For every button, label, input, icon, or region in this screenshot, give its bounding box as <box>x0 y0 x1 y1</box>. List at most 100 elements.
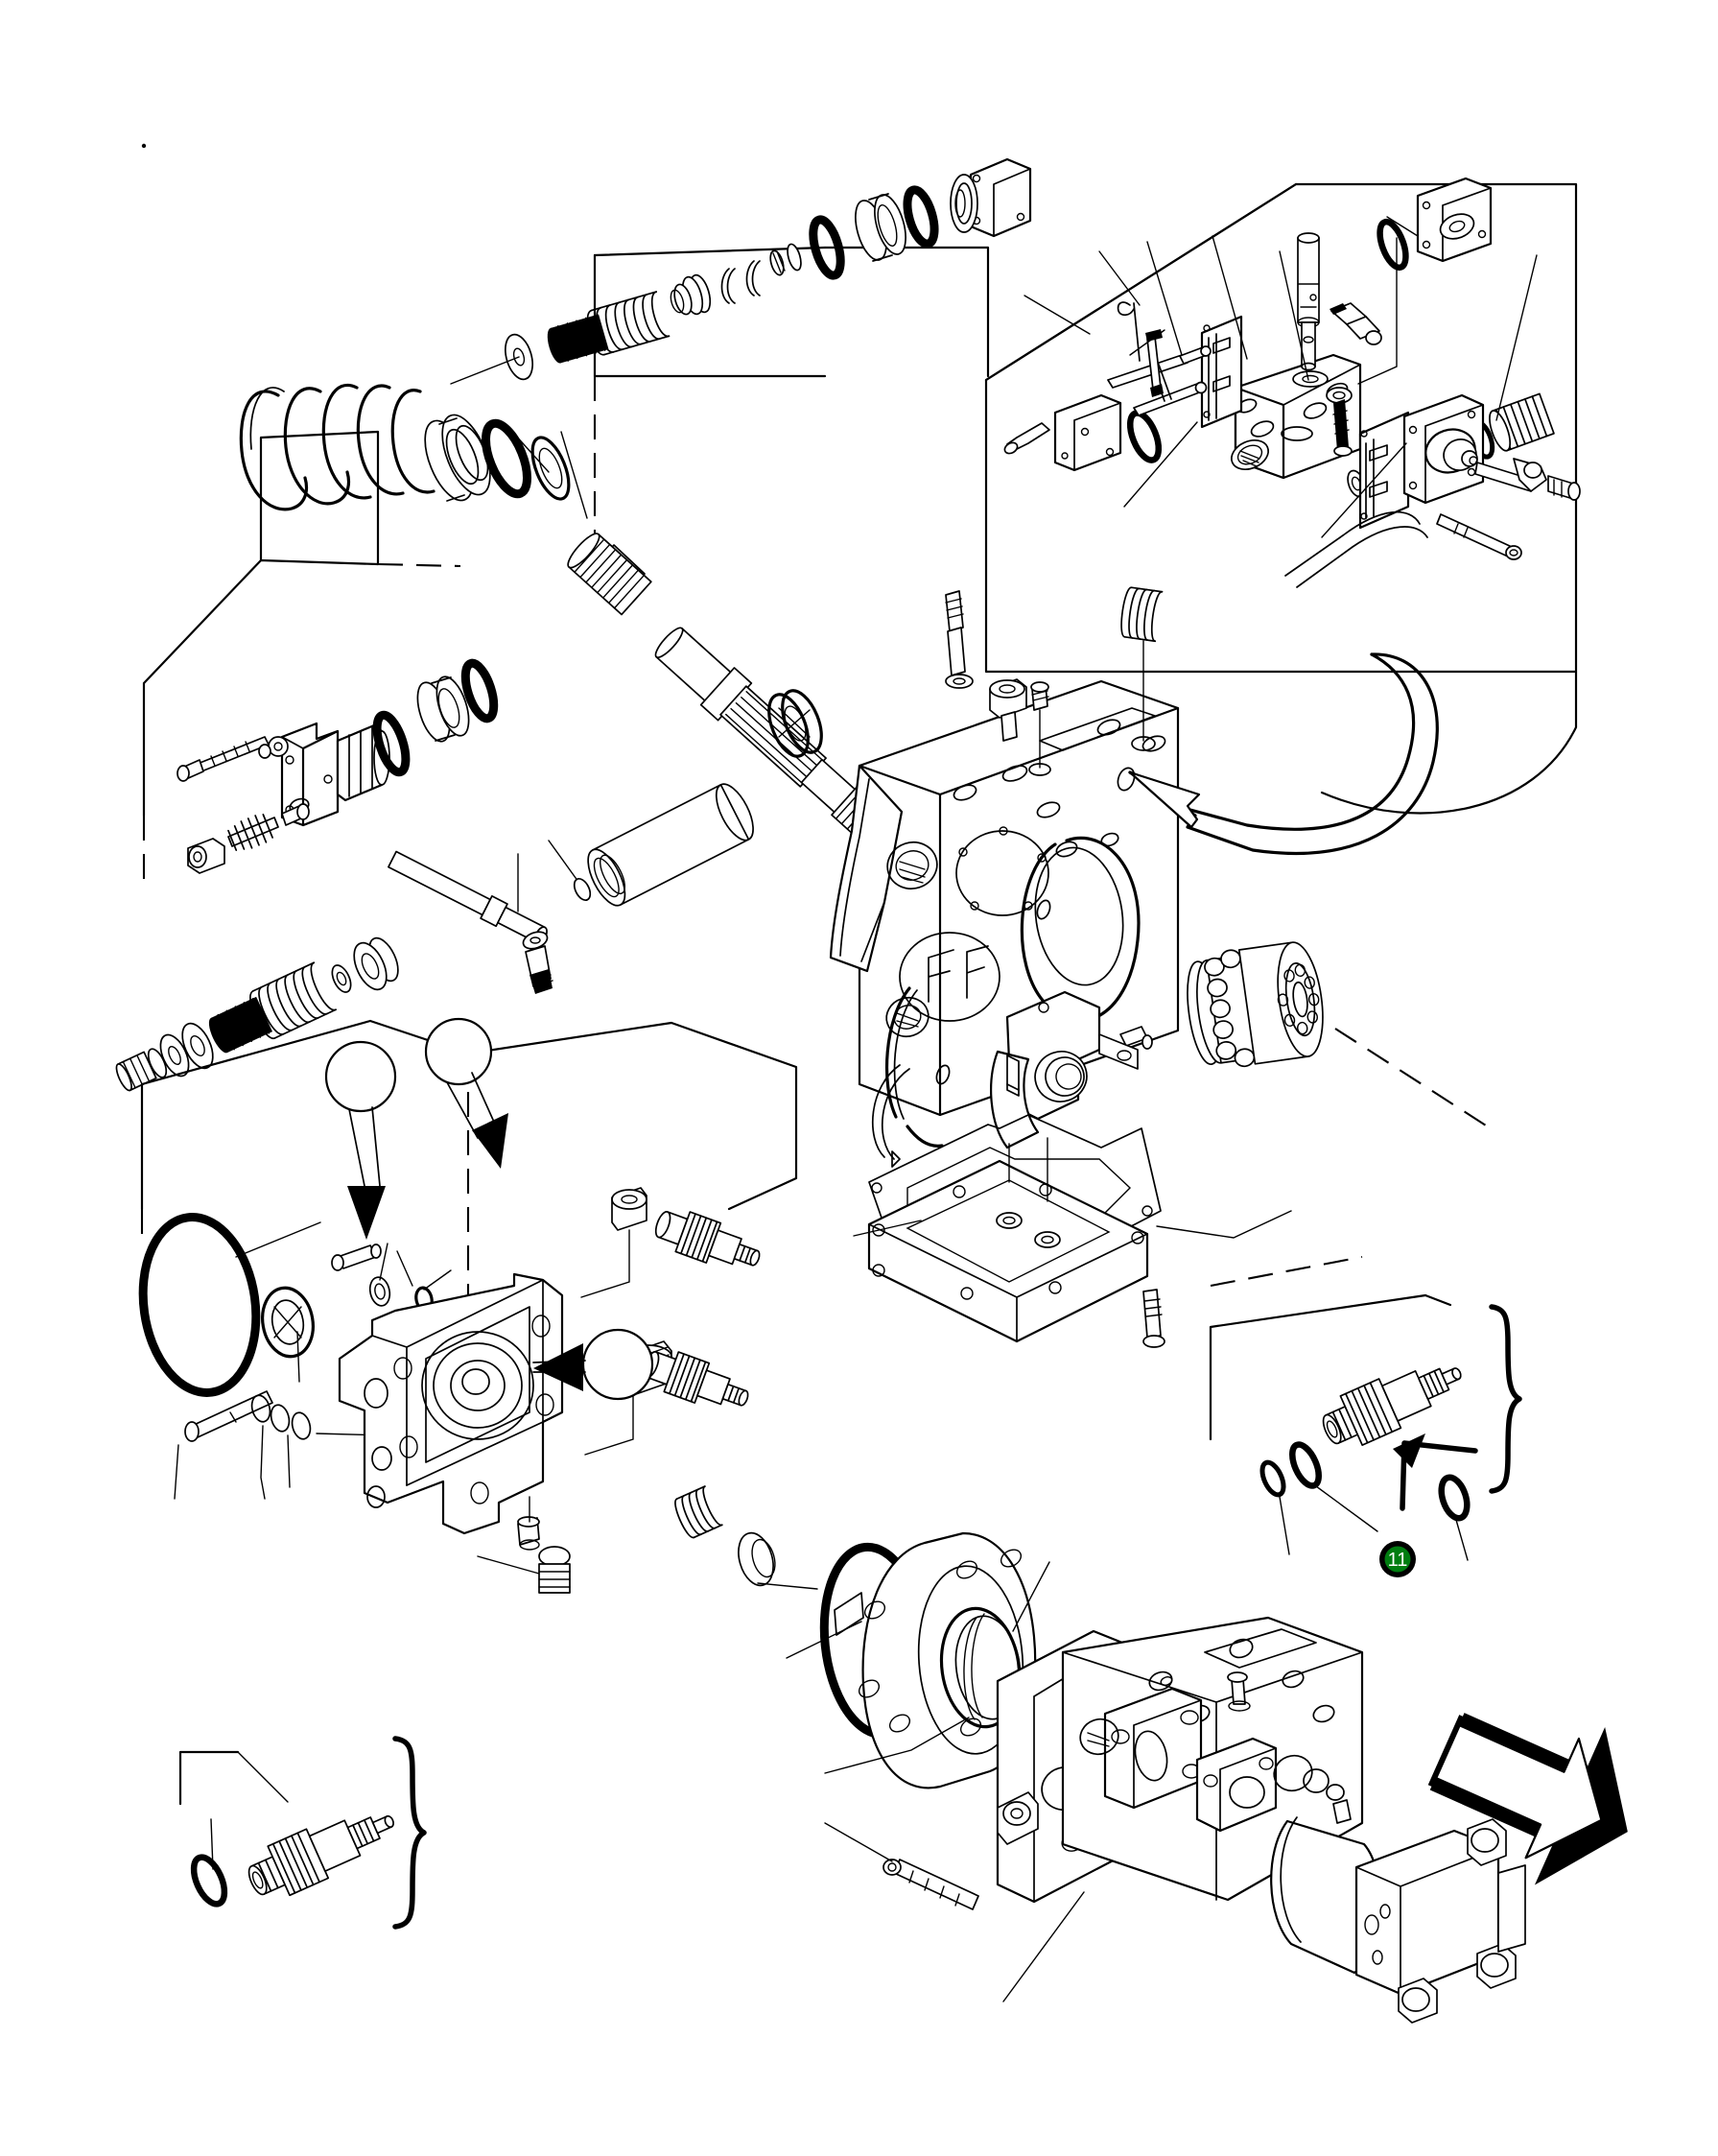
seal-bushing <box>547 314 609 364</box>
regulator-panel-bevel <box>984 182 1298 382</box>
pilot-oring-2 <box>460 658 499 723</box>
regulator-panel-tail <box>1320 670 1578 815</box>
leader-cylinder-block <box>1334 1028 1497 1133</box>
housing-spring-stud <box>1120 586 1164 751</box>
valve-cover-pin-washers <box>331 1243 452 1313</box>
assembly-direction-block-arrow <box>1427 1713 1628 1885</box>
relief-valve-oring-c <box>1438 1474 1471 1522</box>
relief-valve-upper <box>654 1211 761 1267</box>
leader-regulator-i <box>1321 442 1407 538</box>
pilot-washer-1 <box>268 736 289 757</box>
housing-stud-a <box>945 590 974 689</box>
relief-valve-oring-a <box>1289 1441 1322 1489</box>
leader-regulator-f <box>1386 216 1419 237</box>
regulator-body <box>1231 353 1362 480</box>
servo-washer-b <box>181 1022 214 1070</box>
regulator-spool-rods <box>1107 329 1212 416</box>
flange-spring <box>674 1485 723 1539</box>
shaft-seal-pack-group <box>450 157 1032 537</box>
regulator-mini-spool <box>1330 302 1382 345</box>
leader-detail-right-a <box>1279 1496 1290 1555</box>
relief-valve-detail-left <box>178 1736 427 1930</box>
valve-cover-plug-bottom <box>517 1496 540 1551</box>
servo-washer-a <box>331 964 352 993</box>
regulator-plunger <box>1297 232 1320 371</box>
housing-bore <box>1034 846 1124 986</box>
relief-valve-detail-right <box>1209 1255 1522 1561</box>
pilot-oring-1 <box>372 710 411 777</box>
sleeve-tube-group <box>548 783 754 907</box>
bearing-flange-hub <box>834 1531 1037 1789</box>
cradle-bearing <box>990 990 1139 1149</box>
flange-spacer <box>738 1531 774 1587</box>
regulator-oring-left <box>1126 410 1163 463</box>
relief-valve-lower <box>643 1351 749 1407</box>
cradle-snapring <box>882 1068 910 1160</box>
valve-cover-hub-seal <box>261 1286 315 1359</box>
pilot-box-a <box>259 430 380 566</box>
seal-oring-2 <box>809 215 845 280</box>
housing-top-fasteners <box>945 586 1164 776</box>
leader-detail-right-c <box>1455 1519 1469 1561</box>
detail-right-border-dash <box>1210 1255 1363 1288</box>
wave-washer-2 <box>720 268 730 304</box>
detail-brace-right <box>1489 1304 1522 1494</box>
regulator-small-block-bolt <box>1003 422 1050 455</box>
pilot-valve-group <box>142 430 499 883</box>
seal-pack-boundary-b <box>593 246 827 257</box>
regulator-solenoid-assembly <box>1284 393 1581 588</box>
callout-badge-11-label: 11 <box>1388 1550 1408 1571</box>
flange-bolt <box>824 1822 979 1910</box>
pilot-bolt-1 <box>177 736 270 782</box>
pilot-box-dash-a <box>377 562 461 568</box>
regulator-valve-block-group <box>984 177 1581 815</box>
shaft-oring-1 <box>482 418 531 499</box>
pump-gear-lugs <box>1398 1818 1522 2024</box>
leader-regulator-h <box>1495 254 1538 421</box>
balloon-pointer-3 <box>532 1328 654 1401</box>
regulator-left-plate <box>1200 315 1243 429</box>
leader-shaft-a <box>513 433 550 473</box>
leader-flange-a <box>757 1582 818 1590</box>
cradle-bolt <box>1142 1289 1165 1348</box>
assembly-direction-curved-arrow <box>1128 652 1439 855</box>
retainer-holes <box>1277 963 1320 1035</box>
leader-regulator-k <box>1123 421 1198 508</box>
leader-regulator-a <box>1024 295 1091 335</box>
leader-flange-c <box>1012 1561 1050 1632</box>
sleeve-ring <box>573 877 592 902</box>
shaft-ring-2 <box>530 436 571 501</box>
housing-bolt-socket <box>989 678 1027 742</box>
regulator-washer-a <box>1292 370 1329 388</box>
leader-regulator-e <box>1279 250 1309 381</box>
balloon-pointer-1 <box>324 1040 397 1240</box>
pilot-nut <box>187 838 225 874</box>
housing-top-pad <box>1039 707 1156 751</box>
valve-cover-oring-big <box>138 1213 261 1397</box>
callout-badge-11[interactable]: 11 <box>1379 1541 1416 1577</box>
seal-housing <box>950 157 1032 238</box>
servo-piston-head <box>353 936 399 991</box>
valve-cover-box-b <box>466 1021 798 1211</box>
balloon-pointer-2 <box>424 1017 508 1169</box>
detail-left-border <box>178 1750 240 1806</box>
regulator-seat <box>1281 426 1313 441</box>
pilot-washer-2 <box>258 744 271 759</box>
detail-brace-left <box>392 1736 427 1930</box>
shaft-end-bearing <box>767 689 823 758</box>
leader-assembled-pump <box>1002 1891 1085 2002</box>
valve-cover-plate <box>338 1272 564 1535</box>
regulator-right-cover <box>1416 177 1493 263</box>
snap-ring-set <box>239 384 435 511</box>
pilot-bolt-2 <box>187 803 310 874</box>
leader-flange-b <box>786 1621 862 1659</box>
leader-flange-d <box>824 1717 970 1774</box>
leader-shaft-b <box>560 431 588 519</box>
leader-regulator-j <box>1129 329 1165 356</box>
servo-rod <box>388 850 548 944</box>
assembled-pump-group <box>996 1616 1526 2024</box>
detail-right-border-a <box>1209 1293 1427 1441</box>
leader-cradle-gasket <box>853 1220 922 1237</box>
